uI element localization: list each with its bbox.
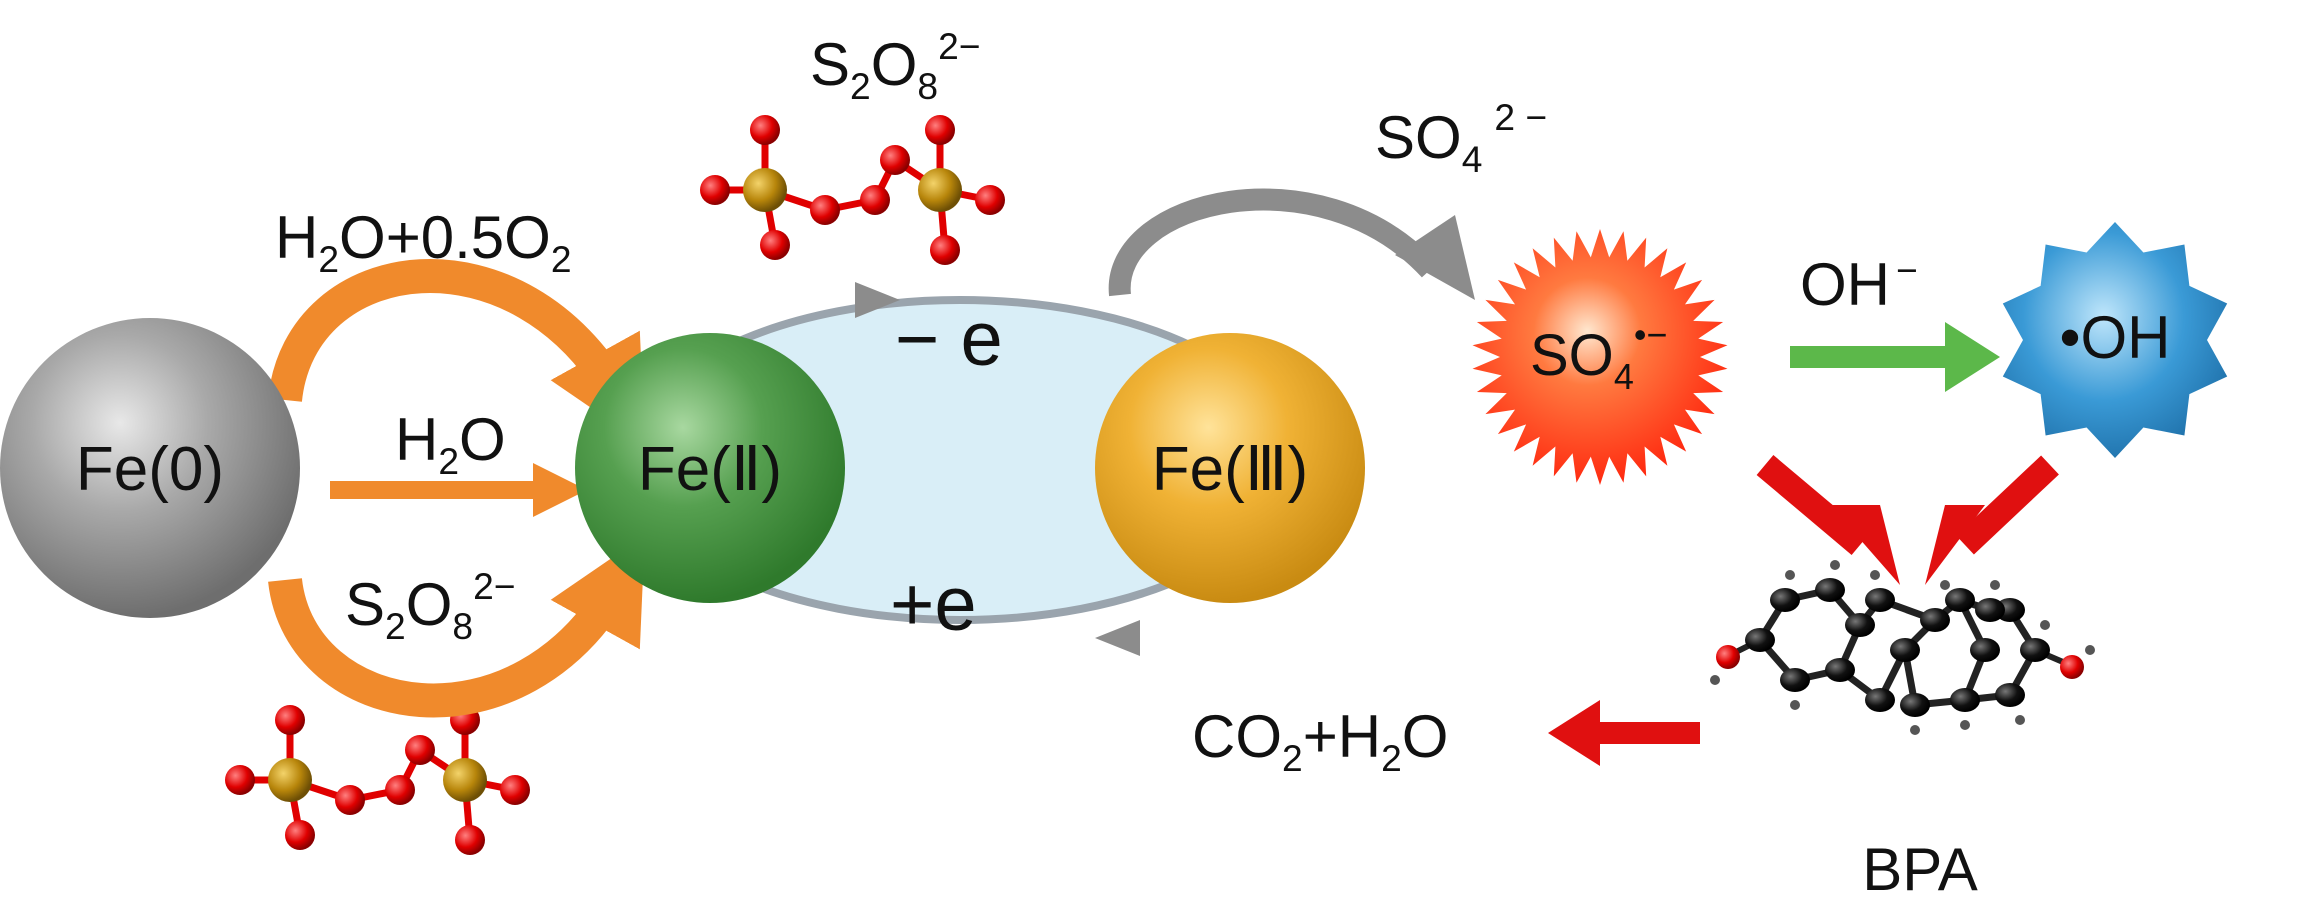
carbon-atom (1975, 598, 2005, 622)
persulfate-molecule-bottom (225, 705, 530, 855)
carbon-atom (1950, 688, 1980, 712)
hydrogen-atom (1790, 700, 1800, 710)
oxygen-atom (2060, 655, 2084, 679)
oxygen-atom (405, 735, 435, 765)
hydrogen-atom (1785, 570, 1795, 580)
hydrogen-atom (1830, 560, 1840, 570)
oxygen-atom (275, 705, 305, 735)
fe0-label: Fe(0) (76, 435, 224, 504)
hydroxyl-radical-badge (2002, 222, 2228, 458)
sulfur-atom (743, 168, 787, 212)
hydrogen-atom (1990, 580, 2000, 590)
hydrogen-atom (1960, 720, 1970, 730)
oxygen-atom (750, 115, 780, 145)
minus-electron-label: − e (895, 297, 1003, 382)
carbon-atom (1780, 668, 1810, 692)
carbon-atom (1900, 693, 1930, 717)
water-label: H2O (395, 406, 506, 482)
persulfate-left-label: S2O82− (345, 565, 515, 647)
oxygen-atom (975, 185, 1005, 215)
hydrogen-atom (1910, 725, 1920, 735)
carbon-atom (1995, 683, 2025, 707)
plus-electron-label: +e (890, 562, 977, 647)
water-oxygen-label: H2O+0.5O2 (275, 204, 572, 280)
carbon-atom (2020, 638, 2050, 662)
carbon-atom (1825, 658, 1855, 682)
oxygen-atom (925, 115, 955, 145)
carbon-atom (1970, 638, 2000, 662)
cycle-arrowhead-top (855, 282, 900, 318)
oxygen-atom (700, 175, 730, 205)
carbon-atom (1770, 588, 1800, 612)
fe2-sphere (575, 333, 845, 603)
fe3-sphere (1095, 333, 1365, 603)
hydrogen-atom (2015, 715, 2025, 725)
arrow-bpa-to-products-head (1548, 700, 1600, 766)
sulfate-radical-label: SO4•− (1530, 314, 1667, 397)
oxygen-atom (225, 765, 255, 795)
hydrogen-atom (2085, 645, 2095, 655)
oxygen-atom (385, 775, 415, 805)
oxygen-atom (455, 825, 485, 855)
carbon-atom (1865, 688, 1895, 712)
hydroxyl-radical-label: •OH (2059, 304, 2170, 371)
oxygen-atom (335, 785, 365, 815)
oxygen-atom (1716, 645, 1740, 669)
carbon-atom (1815, 578, 1845, 602)
carbon-atom (1920, 608, 1950, 632)
hydrogen-atom (1940, 580, 1950, 590)
fe3-label: Fe(Ⅲ) (1152, 435, 1308, 504)
persulfate-top-label: S2O82− (810, 25, 980, 107)
bpa-molecule (1710, 560, 2095, 735)
arrow-hydroxyl-to-bpa-head (1925, 505, 1985, 585)
arrow-cycle-to-sulfate-radical-head (1395, 215, 1475, 300)
hydrogen-atom (1710, 675, 1720, 685)
sulfur-atom (918, 168, 962, 212)
oxygen-atom (500, 775, 530, 805)
arrow-fe0-to-fe2-bottom (268, 535, 645, 718)
arrow-sulfate-to-bpa (1756, 455, 1869, 555)
sulfate-radical-burst (1472, 229, 1728, 485)
oxygen-atom (860, 185, 890, 215)
carbon-atom (1945, 588, 1975, 612)
oxygen-atom (760, 230, 790, 260)
sulfate-ion-label: SO42 − (1375, 96, 1547, 180)
persulfate-molecule-top (700, 115, 1005, 265)
sulfur-atom (268, 758, 312, 802)
oxygen-atom (810, 195, 840, 225)
arrow-sulfate-to-hydroxyl-head (1945, 322, 2000, 392)
bpa-label: BPA (1862, 836, 1978, 903)
cycle-arrowhead-bottom (1095, 620, 1140, 656)
carbon-atom (1745, 628, 1775, 652)
hydroxide-label: OH− (1800, 249, 1918, 318)
carbon-atom (1890, 638, 1920, 662)
hydrogen-atom (1870, 570, 1880, 580)
products-label: CO2+H2O (1192, 703, 1448, 779)
oxygen-atom (285, 820, 315, 850)
arrow-hydroxyl-to-bpa (1956, 455, 2059, 555)
arrow-sulfate-to-bpa-head (1830, 505, 1900, 585)
sulfur-atom (443, 758, 487, 802)
oxygen-atom (930, 235, 960, 265)
arrow-cycle-to-sulfate-radical (1108, 188, 1439, 297)
carbon-atom (1865, 588, 1895, 612)
fe2-label: Fe(Ⅱ) (638, 435, 782, 504)
carbon-atom (1845, 613, 1875, 637)
arrow-fe0-to-fe2-top (268, 259, 645, 445)
oxygen-atom (880, 145, 910, 175)
hydrogen-atom (2040, 620, 2050, 630)
fe0-sphere (0, 318, 300, 618)
